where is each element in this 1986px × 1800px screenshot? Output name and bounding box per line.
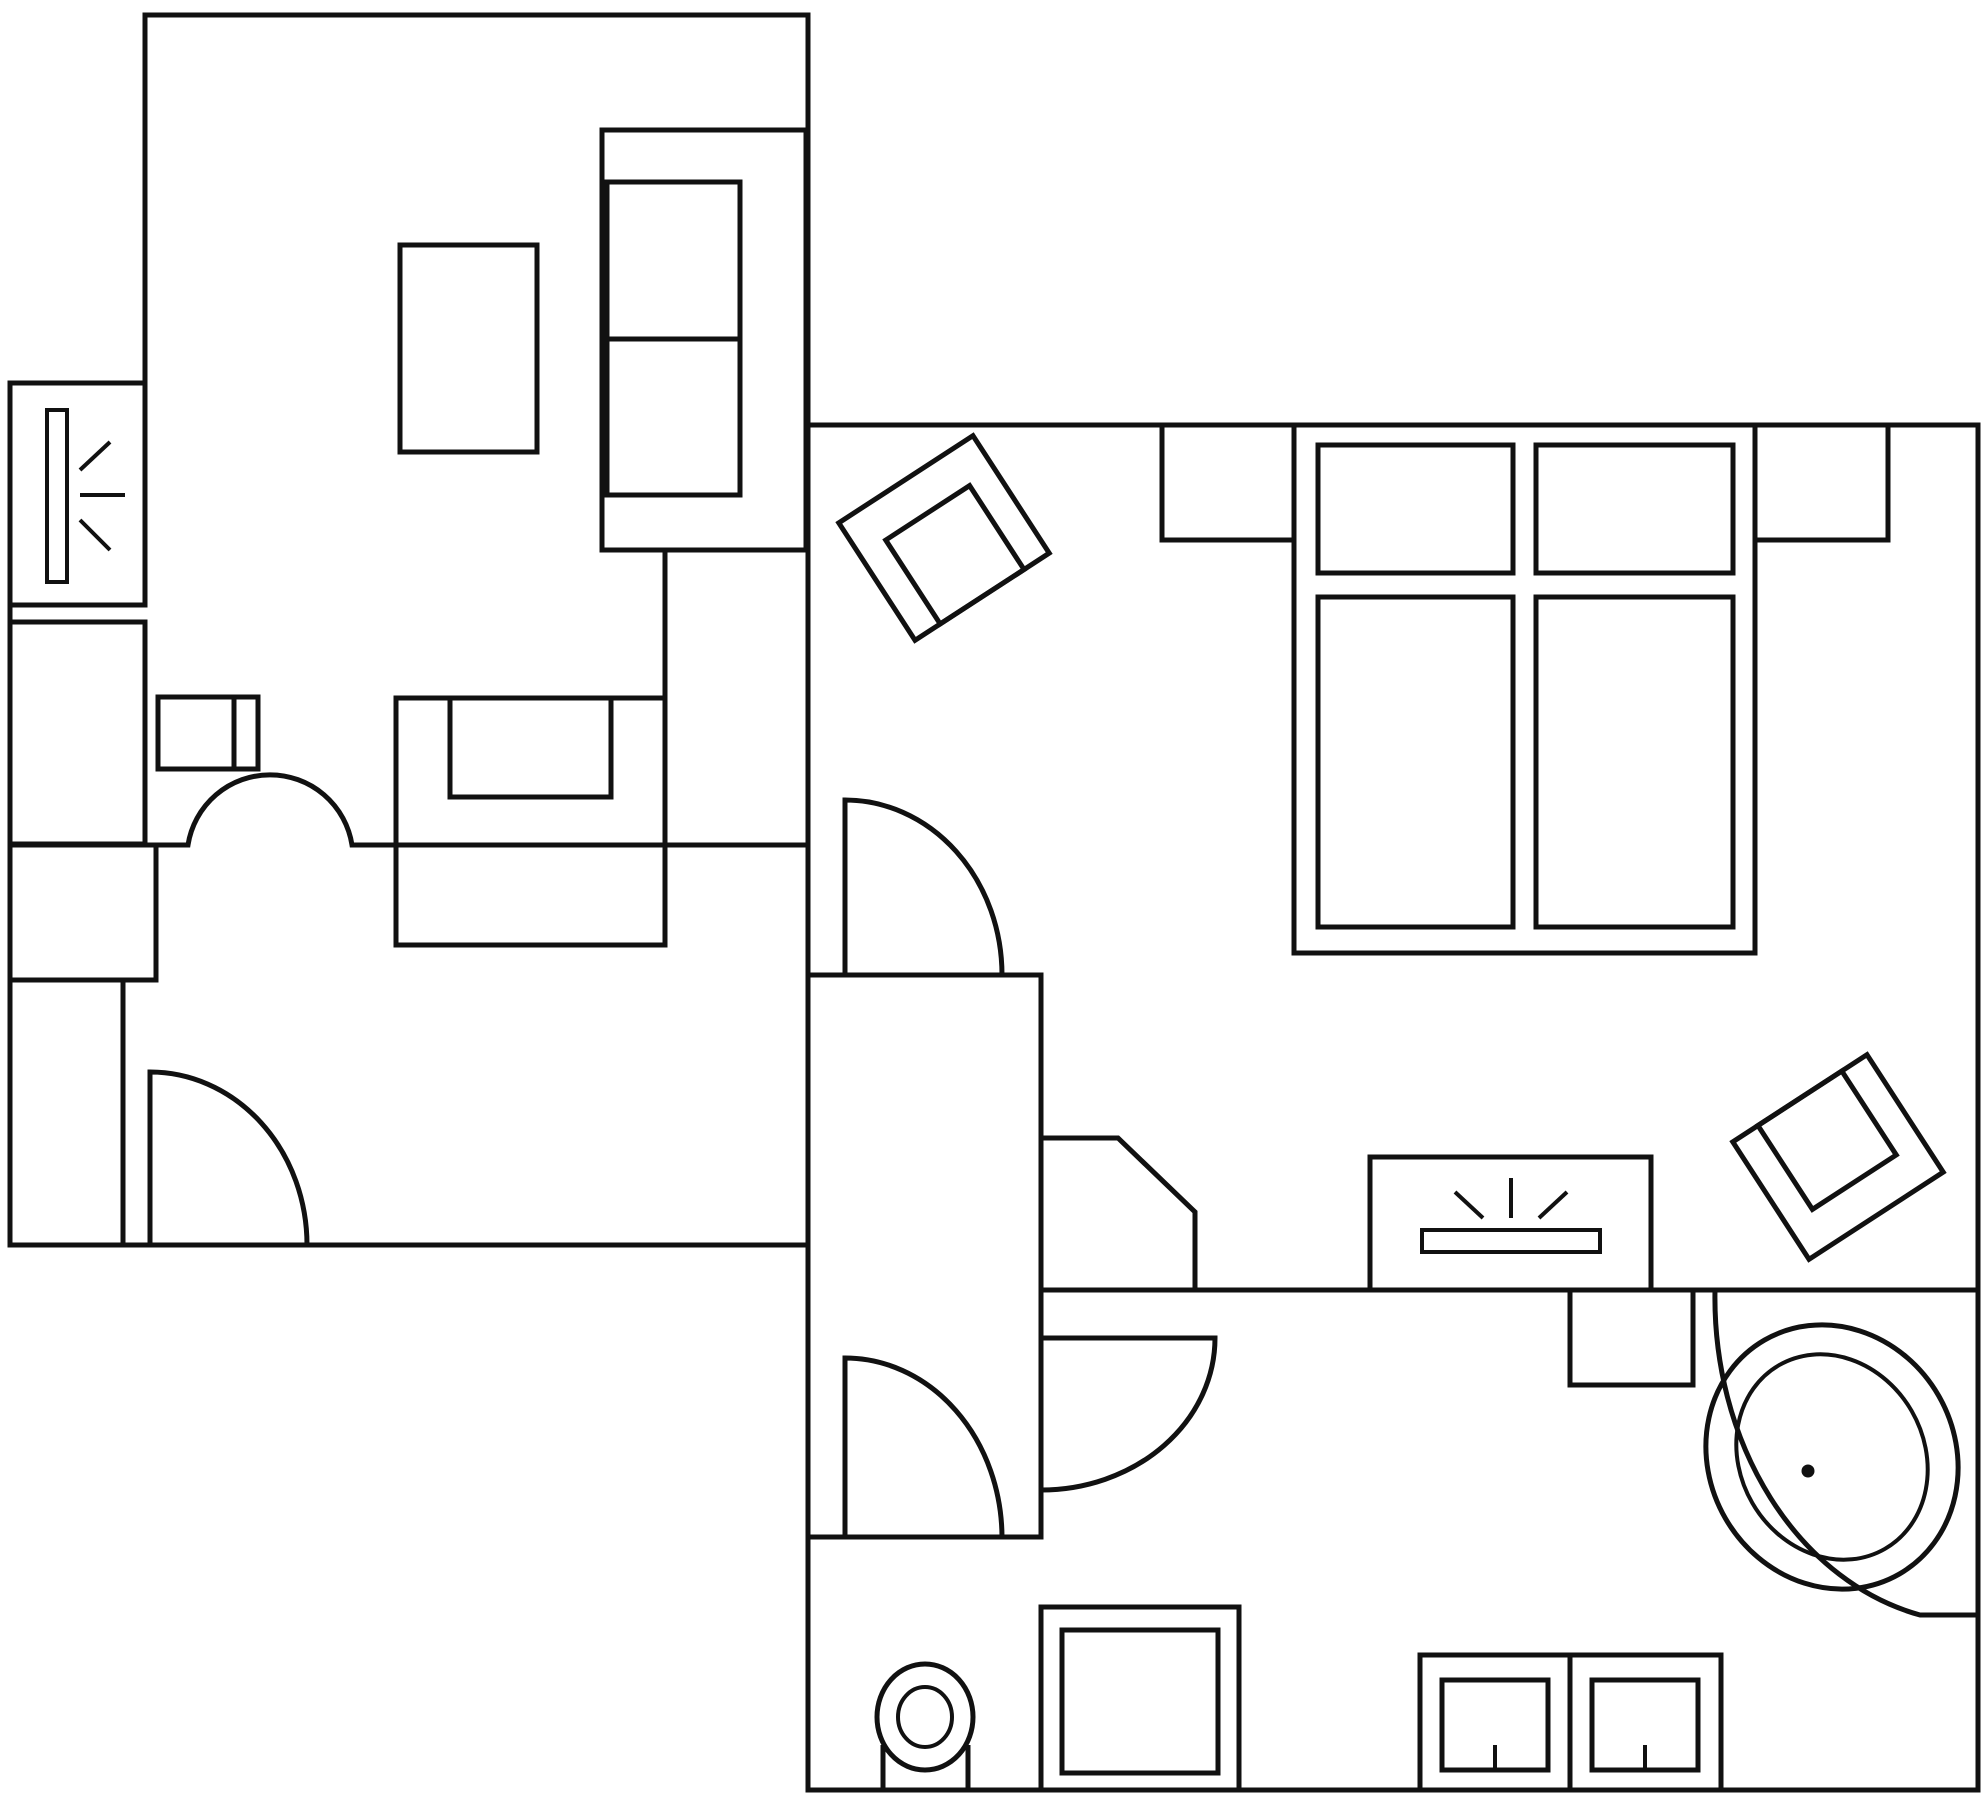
sofa-cushion-top	[604, 179, 743, 342]
entry-door-swing	[147, 1069, 310, 1246]
toilet-seat	[896, 1685, 954, 1749]
bathtub-drain-icon	[1801, 1464, 1815, 1478]
radiator-icon	[45, 408, 69, 584]
pillow-right	[1533, 442, 1736, 576]
nightstand	[155, 694, 261, 772]
armchair-seat	[447, 695, 614, 800]
pillow-left	[1315, 442, 1516, 576]
sofa-frame	[599, 127, 809, 553]
hall-cabinet	[7, 842, 159, 983]
sofa-cushion-bottom	[604, 336, 743, 498]
armchair-rotated-top	[835, 432, 1053, 644]
bedroom-door-swing	[842, 797, 1005, 976]
bedside-table-left	[1159, 422, 1297, 543]
wardrobe	[7, 619, 148, 847]
bathtub-enclosure	[1712, 1289, 1978, 1618]
armchair-rotated-bottom	[1729, 1051, 1947, 1263]
left-wing	[7, 12, 811, 1248]
bathroom	[808, 1287, 1978, 1793]
bathtub-inner	[1734, 1352, 1930, 1562]
bathtub-basin	[1703, 1322, 1961, 1592]
double-bed	[1291, 422, 1758, 956]
window-niche	[7, 380, 148, 608]
bath-door-swing-2	[1040, 1335, 1218, 1493]
armchair-frame	[393, 695, 668, 948]
blanket-left	[1315, 594, 1516, 930]
tv-light-icon	[1453, 1178, 1569, 1220]
blanket-right	[1533, 594, 1736, 930]
right-wing-outer-wall	[805, 422, 1981, 1793]
right-wing	[805, 422, 1981, 1793]
shower-tray	[1038, 1604, 1242, 1793]
shower-drain-area	[1059, 1627, 1221, 1776]
bath-cabinet	[1567, 1287, 1696, 1388]
tv-console	[1367, 1154, 1654, 1293]
left-wing-outer-wall	[7, 12, 811, 1248]
bedside-table-right	[1752, 422, 1891, 543]
coffee-table	[397, 242, 540, 455]
light-rays-icon	[78, 440, 125, 552]
toilet-bowl	[874, 1661, 976, 1773]
tv-screen	[1420, 1228, 1602, 1254]
dresser	[1041, 1135, 1198, 1290]
bath-door-swing	[842, 1355, 1005, 1538]
dividing-wall-with-arch	[10, 772, 808, 848]
